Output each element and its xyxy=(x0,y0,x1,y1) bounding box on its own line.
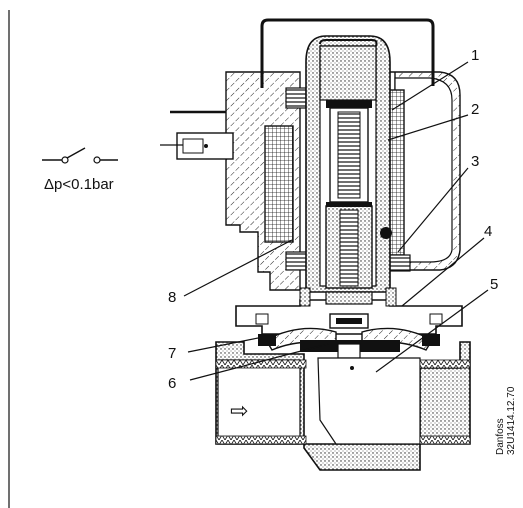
top-bracket xyxy=(260,18,435,88)
pressure-differential-caption: Δp<0.1bar xyxy=(44,176,114,193)
terminal-plug xyxy=(160,132,234,160)
credit-line-2: 32U1414.12.70 xyxy=(506,386,517,455)
callout-leaders xyxy=(183,61,489,381)
callout-4: 4 xyxy=(484,223,492,240)
coil-winding-left xyxy=(264,125,294,243)
callout-3: 3 xyxy=(471,153,479,170)
callout-7: 7 xyxy=(168,345,176,362)
coil-cap-left xyxy=(285,87,307,109)
diaphragm xyxy=(258,313,440,359)
callout-8: 8 xyxy=(168,289,176,306)
coil-cap-right xyxy=(387,254,411,272)
callout-5: 5 xyxy=(490,276,498,293)
flow-direction-arrow: ⇨ xyxy=(230,399,248,424)
callout-1: 1 xyxy=(471,47,479,64)
callout-6: 6 xyxy=(168,375,176,392)
valve-body xyxy=(215,341,471,471)
callout-2: 2 xyxy=(471,101,479,118)
credit-line-1: Danfoss xyxy=(495,418,506,455)
armature xyxy=(325,100,392,289)
pressure-switch-symbol xyxy=(42,147,118,164)
